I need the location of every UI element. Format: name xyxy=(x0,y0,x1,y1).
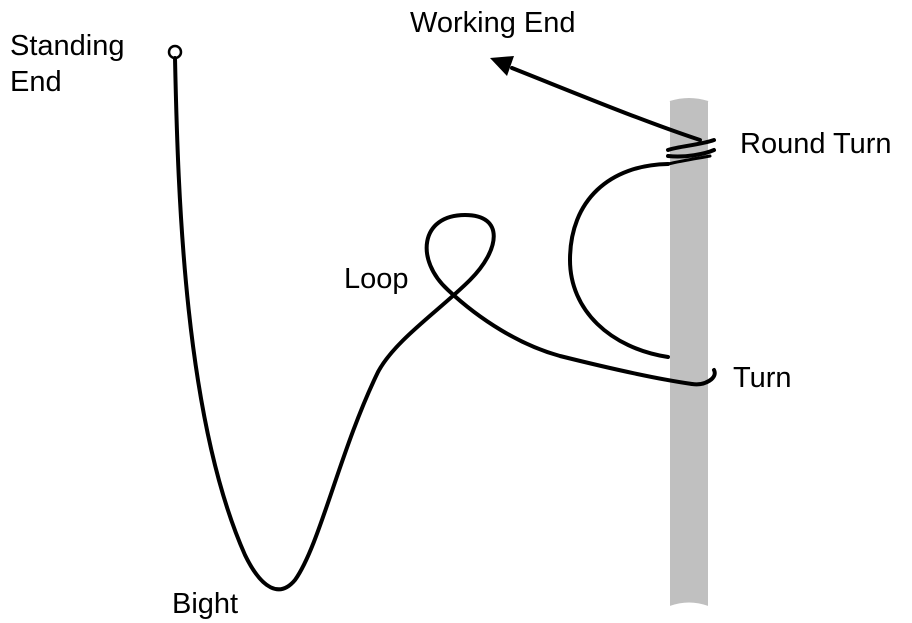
bight-label: Bight xyxy=(172,588,239,620)
rope-working-end xyxy=(510,66,702,142)
round-turn-wrap-2 xyxy=(666,148,716,159)
standing-end-label: Standing End xyxy=(10,28,125,100)
round-turn-wrap-1 xyxy=(666,138,716,152)
post xyxy=(670,102,708,607)
working-end-arrowhead xyxy=(490,56,514,76)
standing-end-label-line1: Standing xyxy=(10,30,125,62)
round-turn-wrap-3 xyxy=(666,154,712,166)
turn-label: Turn xyxy=(733,362,792,394)
round-turn-label: Round Turn xyxy=(740,128,892,160)
post-top-notch xyxy=(669,98,709,103)
working-end-label: Working End xyxy=(410,7,576,39)
rope-turn xyxy=(690,368,717,387)
loop-label: Loop xyxy=(344,263,409,295)
standing-end-label-line2: End xyxy=(10,66,62,98)
rope-standing-part xyxy=(173,56,694,592)
post-bottom-notch xyxy=(669,602,709,608)
rope-return-arc xyxy=(567,162,670,359)
